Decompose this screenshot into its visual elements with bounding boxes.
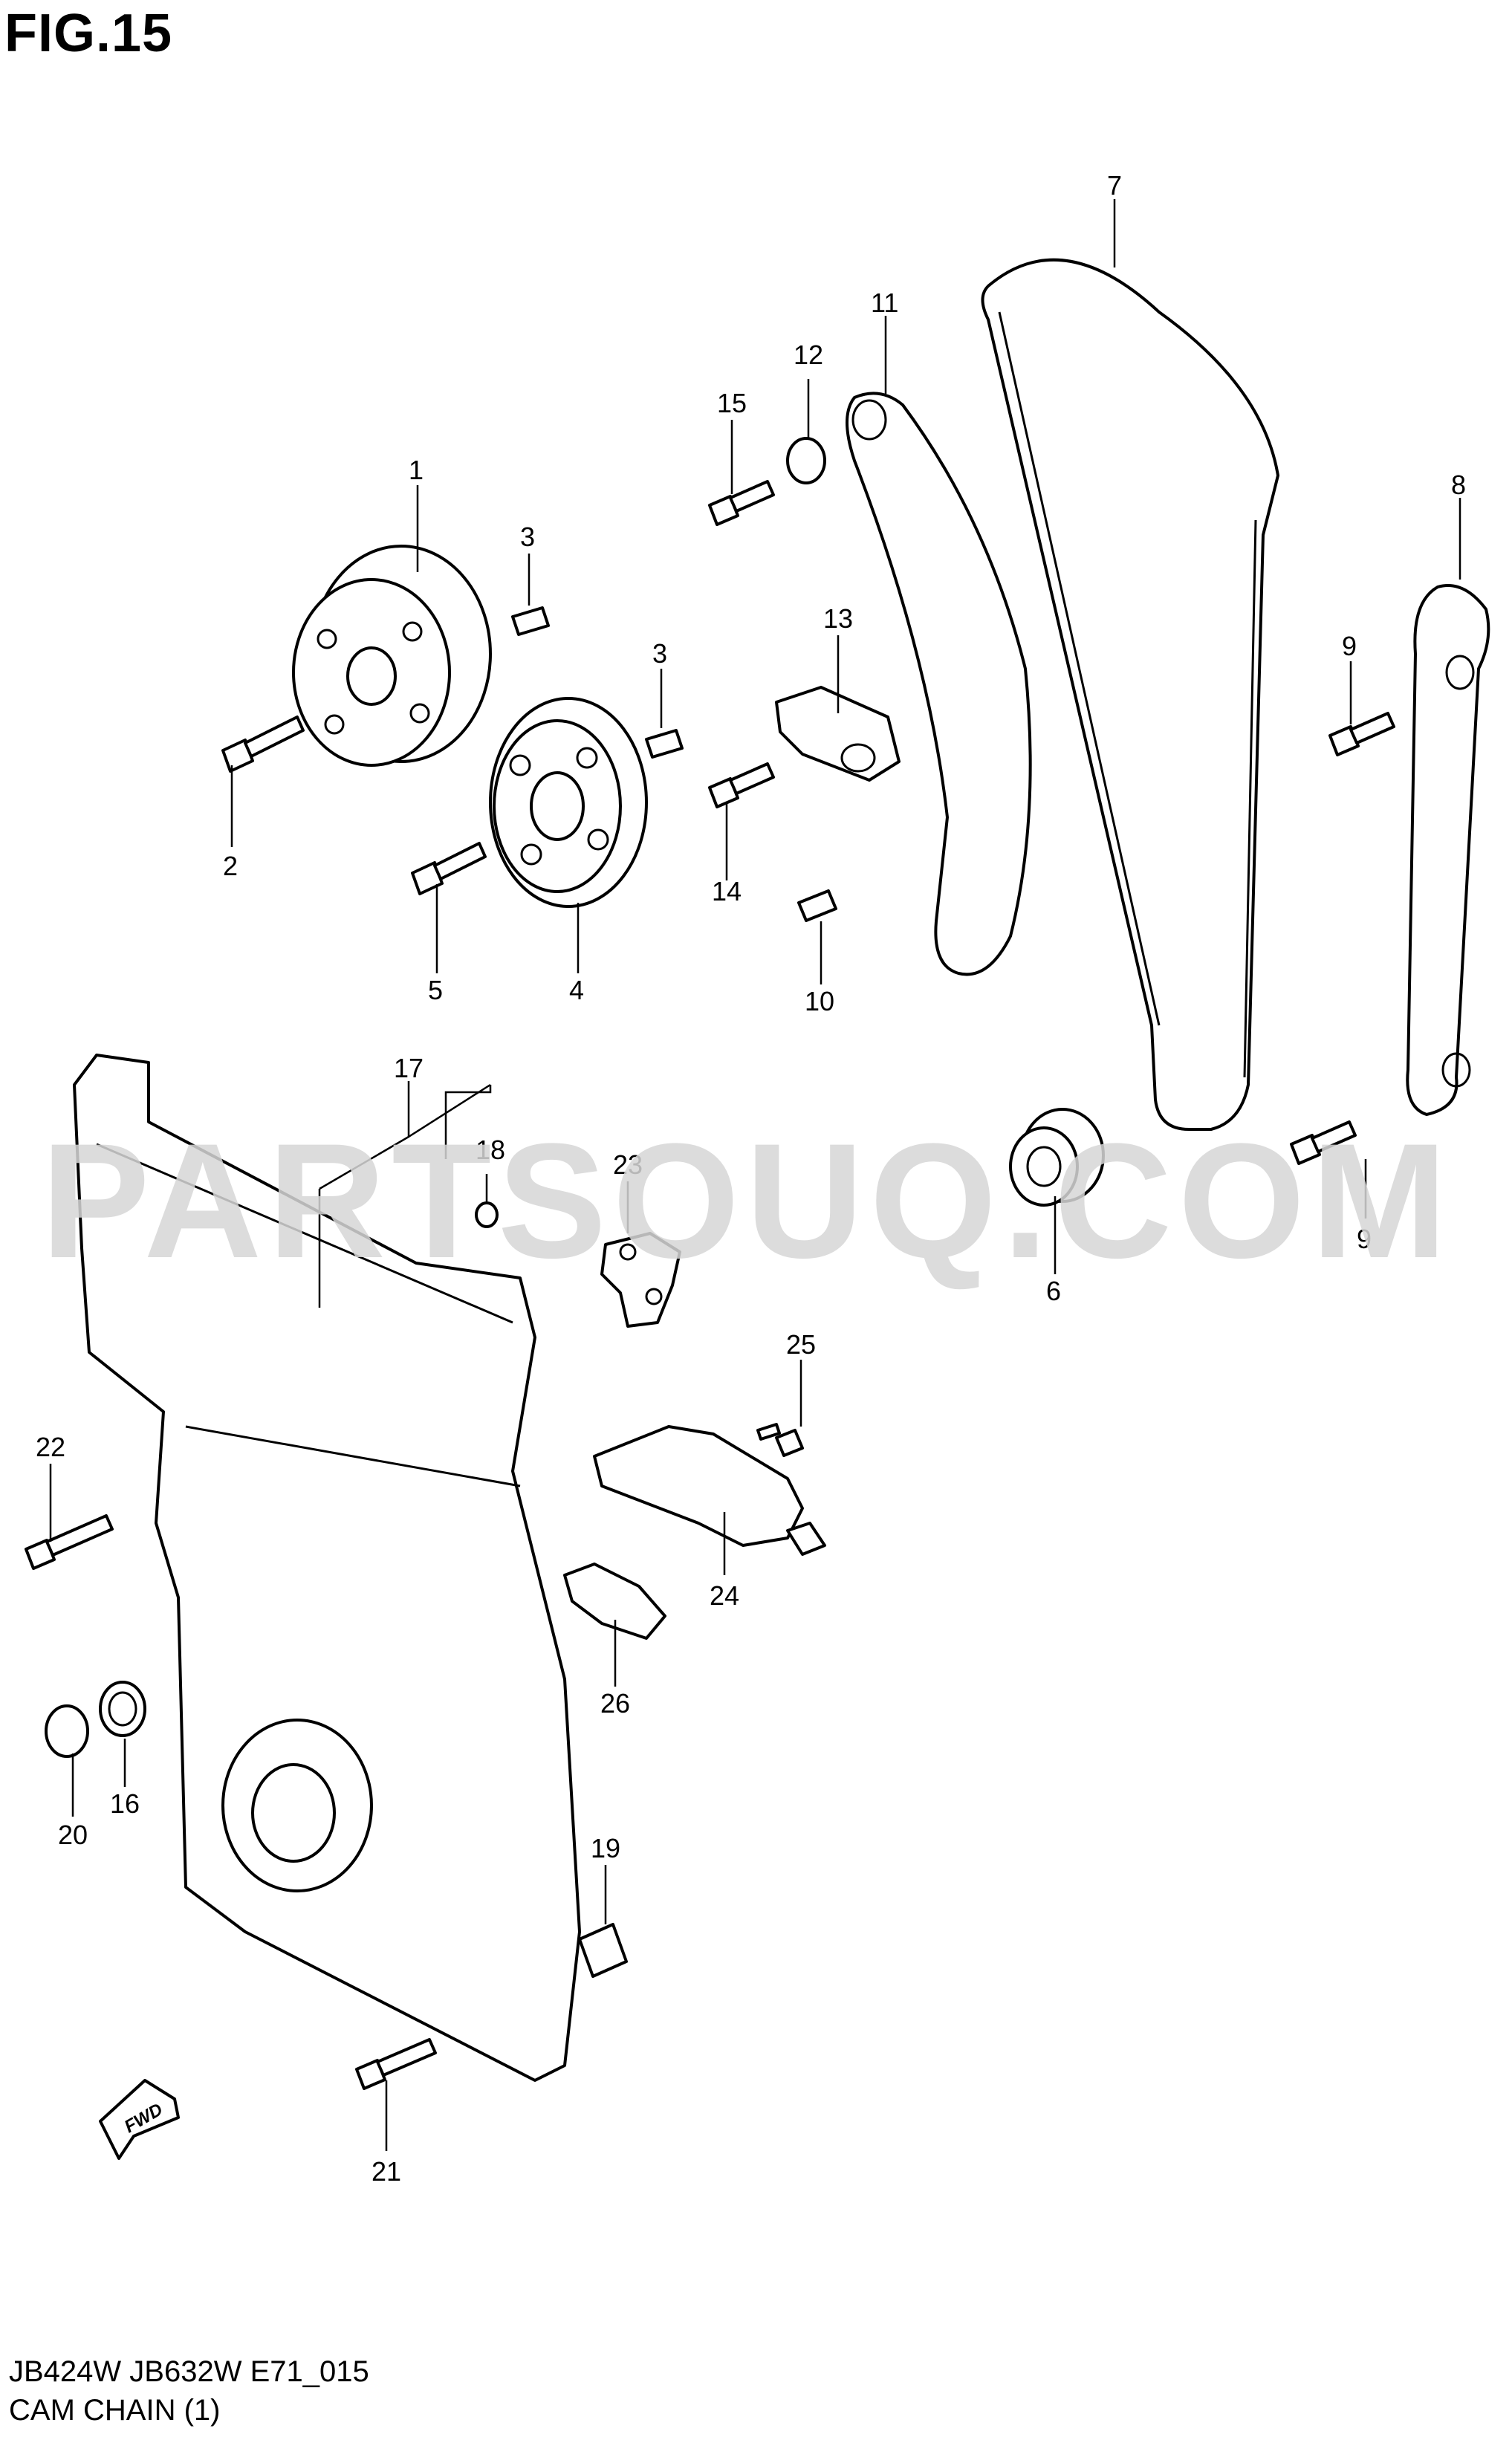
part-15-bolt[interactable] xyxy=(708,480,775,526)
part-23-plate[interactable] xyxy=(600,1232,681,1328)
part-21-bolt[interactable] xyxy=(355,2038,437,2090)
leader-lines xyxy=(49,199,1461,2151)
callout-22: 22 xyxy=(36,1432,65,1462)
part-10-pin[interactable] xyxy=(797,889,837,922)
figure-title: FIG.15 xyxy=(4,4,173,63)
part-14-bolt[interactable] xyxy=(708,762,775,808)
part-26-sensor[interactable] xyxy=(563,1563,666,1640)
callout-13: 13 xyxy=(823,603,853,634)
callout-9b: 9 xyxy=(1357,1224,1372,1254)
callout-11: 11 xyxy=(871,288,898,318)
part-9-bolt-upper[interactable] xyxy=(1328,712,1395,756)
callout-2: 2 xyxy=(223,851,238,881)
callout-6: 6 xyxy=(1046,1276,1061,1306)
callout-16: 16 xyxy=(110,1788,140,1819)
fwd-direction-arrow: FWD xyxy=(99,2079,180,2160)
callout-7: 7 xyxy=(1107,170,1122,201)
callout-14: 14 xyxy=(712,876,742,906)
callout-25: 25 xyxy=(786,1329,816,1360)
callout-18: 18 xyxy=(476,1135,505,1165)
callout-3b: 3 xyxy=(652,638,667,669)
part-16-gasket[interactable] xyxy=(99,1681,146,1737)
callout-20: 20 xyxy=(58,1820,88,1850)
part-5-bolt[interactable] xyxy=(411,842,487,895)
callout-26: 26 xyxy=(600,1688,630,1719)
part-7-timing-chain[interactable] xyxy=(981,258,1279,1131)
footer-caption: CAM CHAIN (1) xyxy=(9,2394,221,2427)
part-8-chain-guide[interactable] xyxy=(1406,584,1490,1116)
part-20-plug[interactable] xyxy=(45,1704,89,1758)
callout-12: 12 xyxy=(794,340,823,370)
callout-5: 5 xyxy=(428,975,443,1005)
part-9-bolt-lower[interactable] xyxy=(1290,1120,1357,1165)
part-19-dowel[interactable] xyxy=(578,1923,628,1978)
part-17-timing-chain-cover[interactable] xyxy=(73,1054,581,2082)
part-25-bolt[interactable] xyxy=(756,1423,804,1457)
part-11-tensioner-arm[interactable] xyxy=(846,392,1032,976)
part-6-crank-sprocket[interactable] xyxy=(1009,1108,1105,1207)
part-22-bolt[interactable] xyxy=(25,1514,114,1570)
callout-24: 24 xyxy=(710,1580,739,1611)
part-12-spacer[interactable] xyxy=(786,437,826,484)
callout-10: 10 xyxy=(805,986,834,1016)
callout-9a: 9 xyxy=(1342,631,1357,661)
part-3-pin-a[interactable] xyxy=(511,606,550,636)
part-18-dowel[interactable] xyxy=(475,1201,499,1228)
callout-1: 1 xyxy=(409,455,424,485)
callout-labels: 1 2 3 3 4 5 6 7 8 9 9 10 11 12 13 14 15 … xyxy=(36,170,1466,2187)
part-4-sprocket[interactable] xyxy=(489,697,648,908)
part-1-camshaft-sprocket[interactable] xyxy=(292,545,492,767)
callout-3a: 3 xyxy=(520,522,535,552)
callout-21: 21 xyxy=(371,2156,401,2187)
callout-17: 17 xyxy=(394,1053,424,1083)
part-24-tensioner-adjuster[interactable] xyxy=(593,1425,826,1556)
footer-model-code: JB424W JB632W E71_015 xyxy=(9,2355,369,2388)
part-3-pin-b[interactable] xyxy=(645,729,684,759)
part-13-chain-tensioner[interactable] xyxy=(775,686,901,782)
callout-19: 19 xyxy=(591,1833,620,1863)
callout-15: 15 xyxy=(717,388,747,418)
callout-8: 8 xyxy=(1451,470,1466,500)
callout-4: 4 xyxy=(569,975,584,1005)
callout-23: 23 xyxy=(613,1149,643,1180)
part-2-bolt[interactable] xyxy=(221,716,305,773)
